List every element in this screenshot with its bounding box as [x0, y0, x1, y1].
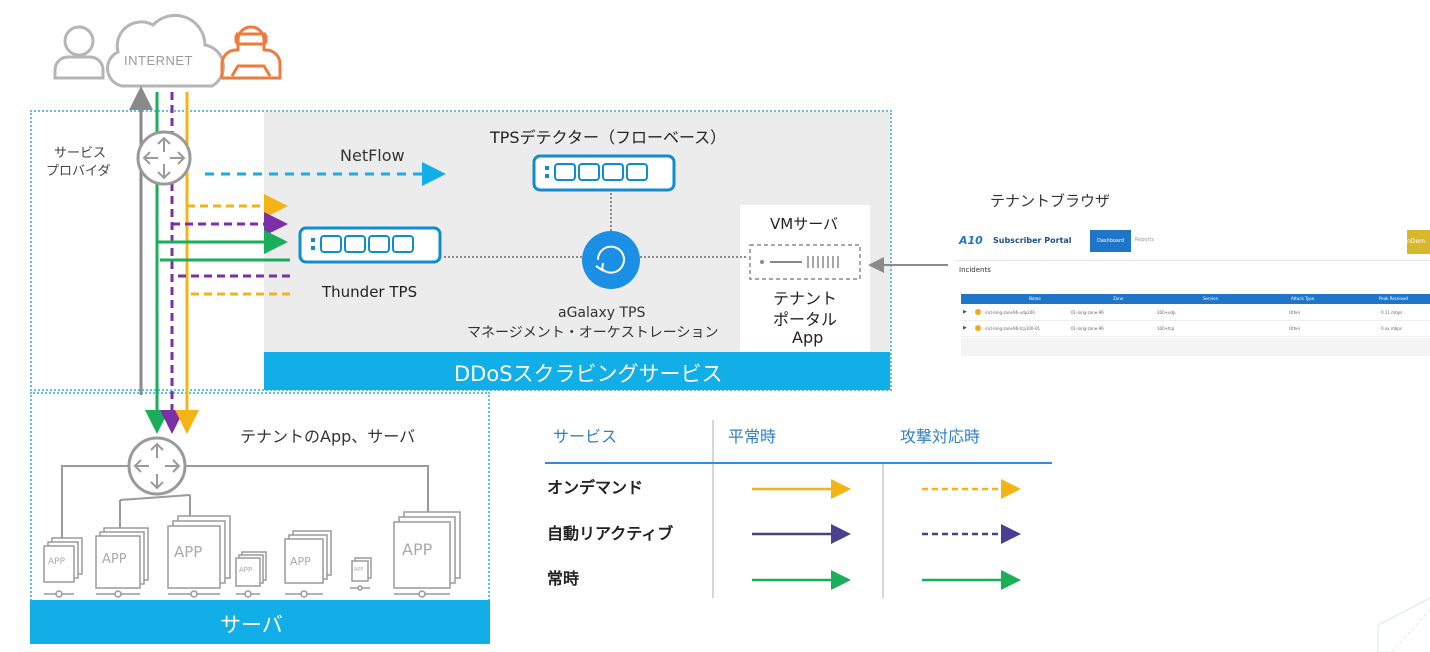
agalaxy-label-2: マネージメント・オーケストレーション — [467, 325, 719, 341]
service-provider-label-2: プロバイダ — [46, 164, 111, 179]
server-band-label: サーバ — [220, 613, 283, 637]
portal-user-badge[interactable]: nDem — [1407, 230, 1430, 254]
user-icon — [53, 25, 105, 80]
hacker-icon — [220, 25, 282, 80]
expand-icon[interactable]: ▶ — [963, 309, 967, 315]
status-dot — [975, 325, 981, 331]
status-dot — [975, 309, 981, 315]
app-label: APP — [48, 557, 66, 567]
tenant-router-icon — [127, 436, 187, 496]
cell: 100+tcp — [1157, 326, 1175, 331]
table-footer — [961, 338, 1430, 356]
app-label: APP — [290, 555, 311, 568]
app-stacks — [43, 511, 461, 589]
table-row[interactable]: ▶ incl-long-zone96-tcp100-01 01-long-zon… — [961, 322, 1430, 337]
cell: incl-long-zone96-udp200 — [985, 310, 1035, 315]
expand-icon[interactable]: ▶ — [963, 325, 967, 331]
legend-row-always: 常時 — [547, 569, 580, 588]
col-attack-type: Attack Type — [1291, 296, 1315, 301]
tenant-portal-label-1: テナント — [773, 289, 838, 308]
agalaxy-label-1: aGalaxy TPS — [558, 305, 646, 321]
provider-router-icon — [136, 130, 192, 186]
col-name: Name — [1029, 296, 1041, 301]
portal-tab-dashboard[interactable]: Dashboard — [1090, 230, 1132, 252]
vm-server-icon — [749, 244, 861, 280]
portal-title: Subscriber Portal — [993, 236, 1072, 245]
app-label: APP — [354, 567, 364, 573]
agalaxy-icon — [582, 231, 640, 289]
portal-header: A10 Subscriber Portal Dashboard Reports … — [955, 222, 1430, 261]
cell: Other — [1289, 310, 1301, 315]
col-zone: Zone — [1113, 296, 1124, 301]
vm-server-label: VMサーバ — [770, 215, 839, 233]
col-peak: Peak Received — [1379, 296, 1408, 301]
cell: incl-long-zone96-tcp100-01 — [985, 326, 1041, 331]
tenant-app-server-label: テナントのApp、サーバ — [240, 427, 416, 446]
internet-cloud-icon — [106, 13, 225, 88]
cell: 200+udp — [1157, 310, 1176, 315]
legend-header-attack: 攻撃対応時 — [900, 427, 981, 446]
table-row[interactable]: ▶ incl-long-zone96-udp200 01-long-zone-9… — [961, 306, 1430, 321]
corner-decoration — [1377, 597, 1430, 652]
legend-row-ondemand: オンデマンド — [547, 478, 644, 497]
legend-header-normal: 平常時 — [728, 427, 777, 446]
netflow-label: NetFlow — [340, 146, 405, 165]
provider-region — [30, 110, 892, 391]
col-service: Service — [1203, 296, 1218, 301]
portal-logo: A10 — [959, 234, 983, 247]
tenant-browser-screenshot: A10 Subscriber Portal Dashboard Reports … — [955, 222, 1430, 357]
cell: 0.xx mbps — [1381, 326, 1402, 331]
app-label: APP — [402, 540, 433, 559]
cell: 01-long-zone-96 — [1071, 326, 1104, 331]
cell: 0.11 mbps — [1381, 310, 1403, 315]
tps-detector-label: TPSデテクター（フローベース） — [490, 128, 727, 147]
thunder-tps-appliance-icon — [298, 226, 442, 264]
internet-label: INTERNET — [124, 53, 193, 68]
thunder-tps-label: Thunder TPS — [322, 283, 418, 301]
portal-tab-reports[interactable]: Reports — [1135, 237, 1155, 243]
service-provider-label-1: サービス — [54, 146, 107, 161]
app-label: APP — [174, 543, 203, 561]
incidents-table-header: Name Zone Service Attack Type Peak Recei… — [961, 294, 1430, 304]
tenant-portal-label-3: App — [792, 328, 824, 347]
ddos-service-label: DDoSスクラビングサービス — [454, 362, 723, 386]
legend-row-reactive: 自動リアクティブ — [547, 524, 674, 543]
tps-detector-appliance-icon — [532, 154, 676, 192]
app-label: APP — [239, 566, 253, 574]
ddos-service-band: DDoSスクラビングサービス — [264, 352, 890, 390]
legend-header-service: サービス — [553, 427, 618, 446]
cell: Other — [1289, 326, 1301, 331]
app-label: APP — [102, 552, 127, 567]
cell: 01-long-zone-96 — [1071, 310, 1104, 315]
server-band: サーバ — [30, 600, 490, 644]
tenant-browser-label: テナントブラウザ — [990, 192, 1111, 210]
tenant-portal-label-2: ポータル — [773, 310, 838, 329]
portal-section-incidents: Incidents — [959, 266, 991, 274]
